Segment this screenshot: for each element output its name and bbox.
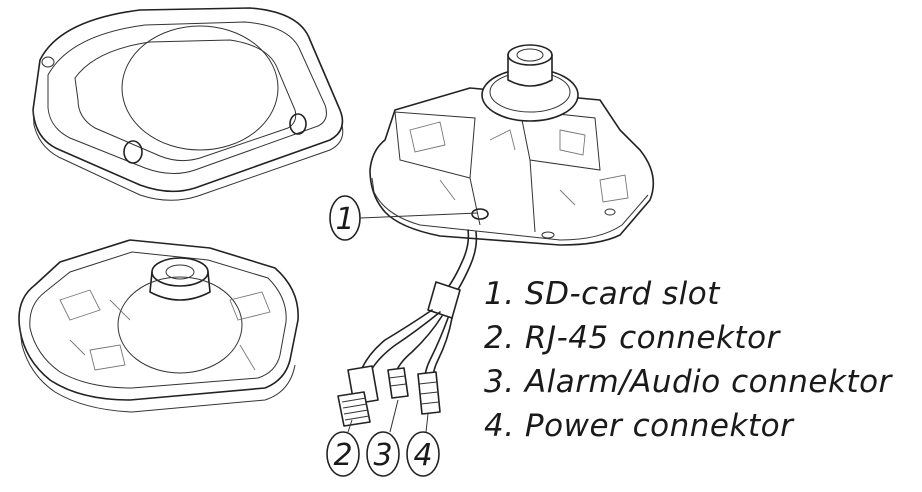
callout-1-label: 1: [335, 202, 354, 237]
callout-4: 4: [406, 413, 440, 477]
callout-2: 2: [326, 419, 360, 477]
callout-2-label: 2: [333, 438, 352, 473]
cable-harness: [337, 229, 478, 427]
legend: 1. SD-card slot 2. RJ-45 connektor 3. Al…: [484, 272, 892, 448]
dome-cover: [32, 7, 344, 201]
legend-item-sd-card-slot: 1. SD-card slot: [484, 276, 720, 312]
camera-body: [369, 44, 655, 246]
camera-base-lower: [18, 239, 299, 413]
callout-1: 1: [329, 195, 479, 241]
callout-3-label: 3: [373, 438, 392, 473]
callout-3: 3: [366, 399, 400, 477]
callout-4-label: 4: [413, 438, 432, 473]
legend-item-alarm-audio-connector: 3. Alarm/Audio connektor: [484, 364, 892, 400]
legend-item-rj45-connector: 2. RJ-45 connektor: [484, 320, 780, 356]
legend-item-power-connector: 4. Power connektor: [484, 408, 794, 444]
